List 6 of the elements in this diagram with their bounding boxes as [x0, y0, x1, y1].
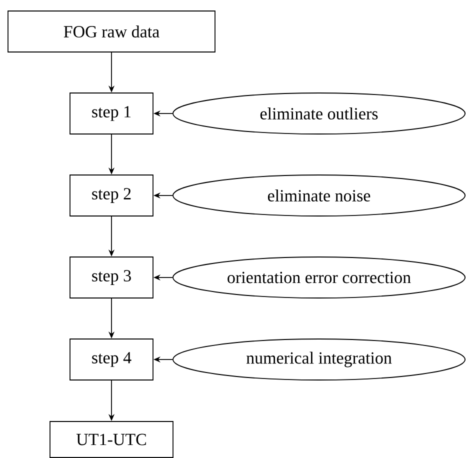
process-box: step 3	[70, 256, 154, 298]
process-box: FOG raw data	[8, 10, 216, 52]
process-box: step 4	[70, 338, 154, 380]
process-box: step 1	[70, 92, 154, 134]
process-box: UT1-UTC	[50, 421, 174, 458]
process-box: step 2	[70, 174, 154, 216]
